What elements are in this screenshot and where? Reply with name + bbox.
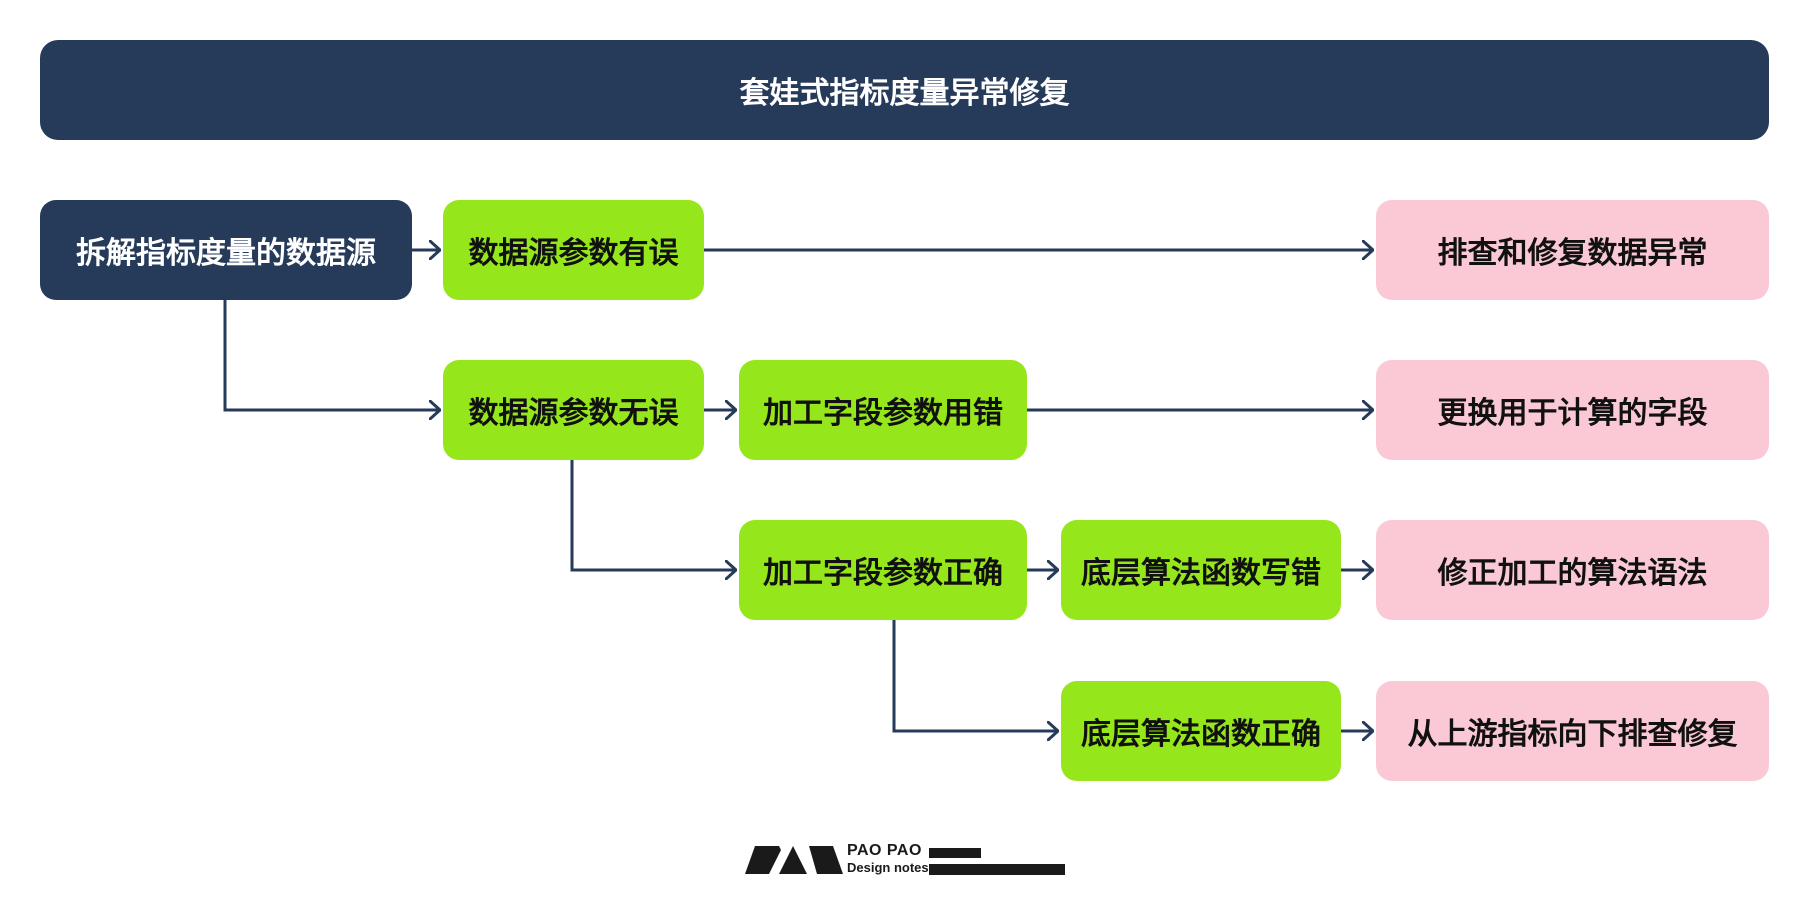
node-field-error: 加工字段参数用错 xyxy=(739,360,1027,460)
logo-bar-long xyxy=(929,864,1065,875)
brand-logo: PAO PAO Design notes xyxy=(745,842,1065,882)
action-fix-data: 排查和修复数据异常 xyxy=(1376,200,1769,300)
action-upstream: 从上游指标向下排查修复 xyxy=(1376,681,1769,781)
connector-root-to-source-ok xyxy=(223,300,440,410)
logo-bar-short xyxy=(929,848,981,858)
logo-mark-icon xyxy=(745,846,843,874)
diagram-title: 套娃式指标度量异常修复 xyxy=(40,40,1769,140)
logo-subtitle: Design notes xyxy=(847,860,929,875)
logo-name: PAO PAO xyxy=(847,842,922,859)
connector-field-ok-to-algo-ok xyxy=(892,620,1058,731)
connector-source-ok-to-field-ok xyxy=(570,460,736,570)
node-source-ok: 数据源参数无误 xyxy=(443,360,704,460)
node-source-error: 数据源参数有误 xyxy=(443,200,704,300)
node-algo-error: 底层算法函数写错 xyxy=(1061,520,1341,620)
node-algo-ok: 底层算法函数正确 xyxy=(1061,681,1341,781)
action-replace-field: 更换用于计算的字段 xyxy=(1376,360,1769,460)
node-root: 拆解指标度量的数据源 xyxy=(40,200,412,300)
node-field-ok: 加工字段参数正确 xyxy=(739,520,1027,620)
action-fix-syntax: 修正加工的算法语法 xyxy=(1376,520,1769,620)
